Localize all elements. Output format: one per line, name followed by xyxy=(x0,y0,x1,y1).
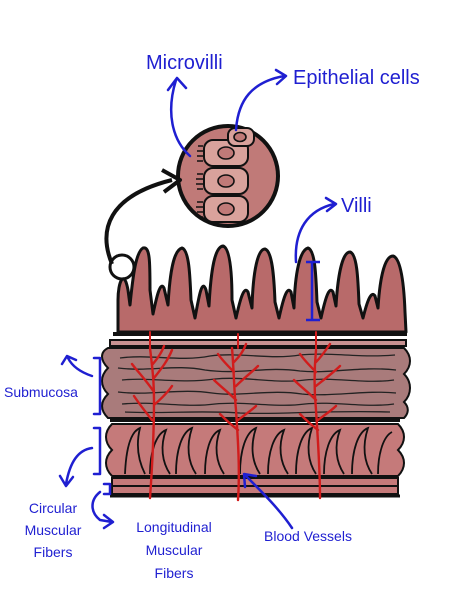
arrow-longitudinal xyxy=(91,490,115,530)
arrow-microvilli xyxy=(166,76,192,158)
vessel-left xyxy=(130,344,174,500)
arrow-villi xyxy=(294,196,338,264)
label-longitudinal-1: Longitudinal xyxy=(136,519,212,535)
villi-layer xyxy=(113,244,408,336)
bracket-circular xyxy=(92,426,102,476)
arrow-epithelial xyxy=(234,68,288,132)
label-microvilli: Microvilli xyxy=(146,52,223,74)
microvilli-fringe xyxy=(196,145,203,218)
submucosa-shape xyxy=(101,347,411,419)
label-submucosa: Submucosa xyxy=(4,384,78,400)
arrow-circular xyxy=(58,446,94,488)
labels: Microvilli Epithelial cells Villi Submuc… xyxy=(4,52,420,581)
villi-bracket xyxy=(306,260,320,322)
label-arrows xyxy=(58,68,338,530)
label-circular-2: Muscular xyxy=(25,522,82,538)
submucosa-layer xyxy=(101,339,411,419)
circular-muscle-layer xyxy=(105,418,405,477)
blood-vessels xyxy=(130,331,342,502)
label-epithelial-cells: Epithelial cells xyxy=(293,67,420,89)
longitudinal-muscle-layer xyxy=(110,477,400,498)
label-circular-3: Fibers xyxy=(34,544,73,560)
label-blood-vessels: Blood Vessels xyxy=(264,528,352,544)
label-villi: Villi xyxy=(341,195,372,217)
bracket-submucosa xyxy=(92,356,102,416)
circular-muscle-fibers xyxy=(124,426,393,475)
zoom-arrowhead xyxy=(161,168,182,194)
zoom-source-circle xyxy=(108,253,136,281)
magnified-cells xyxy=(104,124,280,281)
zoom-arrow xyxy=(104,178,173,265)
label-longitudinal-2: Muscular xyxy=(146,542,203,558)
circular-muscle-shape xyxy=(105,423,405,477)
label-circular-1: Circular xyxy=(29,500,78,516)
vessel-middle xyxy=(212,342,260,502)
bracket-longitudinal xyxy=(102,482,112,496)
cell-nuclei xyxy=(217,131,247,216)
label-longitudinal-3: Fibers xyxy=(155,565,194,581)
arrow-submucosa xyxy=(60,354,94,378)
vessel-right xyxy=(292,342,342,500)
arrow-blood-vessels xyxy=(242,472,294,530)
villi-shape xyxy=(116,244,408,334)
